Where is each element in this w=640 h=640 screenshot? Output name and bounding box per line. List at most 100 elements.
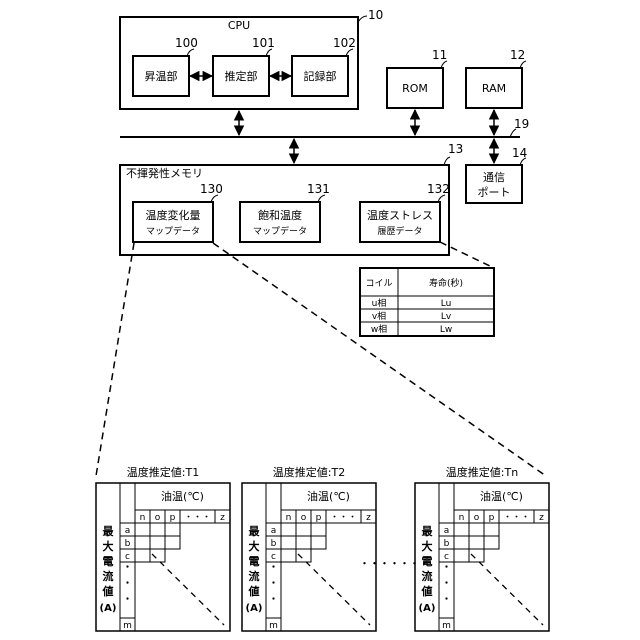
map-col-label: o [155, 513, 161, 523]
map-row-dot: ・ [269, 563, 278, 573]
map-row-header-char: 大 [103, 539, 114, 553]
estimation-unit-label: 推定部 [225, 69, 258, 83]
ram-block: RAM 12 [466, 48, 526, 108]
map-col-label: o [474, 513, 480, 523]
table-row-w-phase: w相 [371, 323, 387, 335]
comm-port-label-2: ポート [478, 186, 511, 199]
table-row-u-phase: u相 [372, 297, 387, 309]
recording-unit-label: 記録部 [304, 69, 337, 83]
map-title: 温度推定値:T1 [127, 465, 199, 479]
map-col-header: 油温(℃) [307, 489, 350, 503]
map-row-label: c [271, 552, 276, 562]
comm-port-label-1: 通信 [483, 171, 505, 184]
map-row-header-char: 大 [422, 539, 433, 553]
map-row-label: c [125, 552, 130, 562]
map-row-header-char: 最 [422, 525, 434, 538]
map-row-label: m [123, 621, 132, 631]
map-row-header-char: 最 [249, 525, 261, 538]
map-row-header-char: (A) [419, 603, 436, 614]
map-col-header: 油温(℃) [480, 489, 523, 503]
saturation-map-label-2: マップデータ [253, 225, 307, 237]
map-row-header-char: 流 [103, 569, 114, 583]
bus-ref: 19 [514, 117, 529, 131]
map-col-label: ・・・ [184, 513, 211, 523]
map-row-label: m [442, 621, 451, 631]
map-row-header-char: 最 [103, 525, 115, 538]
map-row-label: b [444, 539, 450, 549]
map-row-header-char: 流 [249, 569, 260, 583]
map-row-header-char: 流 [422, 569, 433, 583]
rom-ref: 11 [432, 48, 447, 62]
rom-label: ROM [402, 82, 428, 95]
cpu-ref: 10 [368, 8, 383, 22]
stress-history-label-2: 履歴データ [377, 225, 422, 237]
table-row-v-phase: v相 [372, 310, 386, 322]
map-tables: 温度推定値:T1油温(℃)nop・・・zabc・・・m最大電流値(A)温度推定値… [96, 465, 549, 631]
map-row-label: a [125, 526, 131, 536]
table-header-life: 寿命(秒) [429, 277, 463, 289]
map-row-header-char: (A) [246, 603, 263, 614]
map-col-label: o [301, 513, 307, 523]
map-row-label: b [125, 539, 131, 549]
stress-history-table: コイル 寿命(秒) u相 Lu v相 Lv w相 Lw [360, 268, 494, 336]
stress-history-ref: 132 [427, 182, 450, 196]
map-row-header-char: 電 [103, 555, 114, 568]
saturation-map-ref: 131 [307, 182, 330, 196]
map-col-label: n [286, 513, 292, 523]
map-row-dot: ・ [123, 595, 132, 605]
map-row-header-char: 大 [249, 539, 260, 553]
map-col-label: z [220, 513, 225, 523]
rom-block: ROM 11 [387, 48, 447, 108]
map-col-label: ・・・ [330, 513, 357, 523]
map-row-label: a [271, 526, 277, 536]
nvm-block: 不揮発性メモリ 13 温度変化量 マップデータ 130 飽和温度 マップデータ … [120, 142, 463, 255]
map-row-dot: ・ [442, 563, 451, 573]
map-title: 温度推定値:Tn [446, 465, 518, 479]
map-col-header: 油温(℃) [161, 489, 204, 503]
map-row-header-char: 電 [249, 555, 260, 568]
cpu-block: CPU 10 昇温部 100 推定部 101 記録部 102 [120, 8, 383, 109]
recording-unit-ref: 102 [333, 36, 356, 50]
map-title: 温度推定値:T2 [273, 465, 345, 479]
temp-change-map-label-1: 温度変化量 [146, 208, 201, 222]
temp-change-map-ref: 130 [200, 182, 223, 196]
map-col-label: n [140, 513, 146, 523]
map-row-header-char: 値 [102, 584, 114, 598]
map-col-label: z [366, 513, 371, 523]
map-row-label: m [269, 621, 278, 631]
map-row-label: a [444, 526, 450, 536]
heating-unit-label: 昇温部 [145, 69, 178, 83]
map-col-label: n [459, 513, 465, 523]
cpu-label: CPU [228, 19, 250, 32]
table-header-coil: コイル [365, 279, 392, 289]
map-col-label: z [539, 513, 544, 523]
comm-port-block: 通信 ポート 14 [466, 146, 527, 203]
heating-unit-ref: 100 [175, 36, 198, 50]
saturation-map-label-1: 飽和温度 [258, 208, 302, 222]
leader-map-left [96, 243, 134, 476]
map-row-dot: ・ [442, 579, 451, 589]
map-row-dot: ・ [123, 563, 132, 573]
table-cell-lw: Lw [440, 325, 452, 335]
map-row-dot: ・ [269, 595, 278, 605]
table-cell-lv: Lv [441, 312, 452, 322]
map-col-label: p [316, 513, 322, 523]
ram-label: RAM [482, 82, 506, 95]
map-col-label: p [489, 513, 495, 523]
nvm-label: 不揮発性メモリ [126, 166, 203, 180]
stress-history-label-1: 温度ストレス [367, 208, 433, 222]
temp-change-map-label-2: マップデータ [146, 225, 200, 237]
map-col-label: p [170, 513, 176, 523]
map-row-label: c [444, 552, 449, 562]
map-col-label: ・・・ [503, 513, 530, 523]
map-row-dot: ・ [442, 595, 451, 605]
map-row-dot: ・ [269, 579, 278, 589]
table-cell-lu: Lu [441, 299, 452, 309]
map-row-header-char: (A) [100, 603, 117, 614]
map-row-header-char: 値 [421, 584, 433, 598]
map-row-dot: ・ [123, 579, 132, 589]
ram-ref: 12 [510, 48, 525, 62]
maps-ellipsis: ・・・・・・・ [359, 557, 429, 570]
map-row-label: b [271, 539, 277, 549]
